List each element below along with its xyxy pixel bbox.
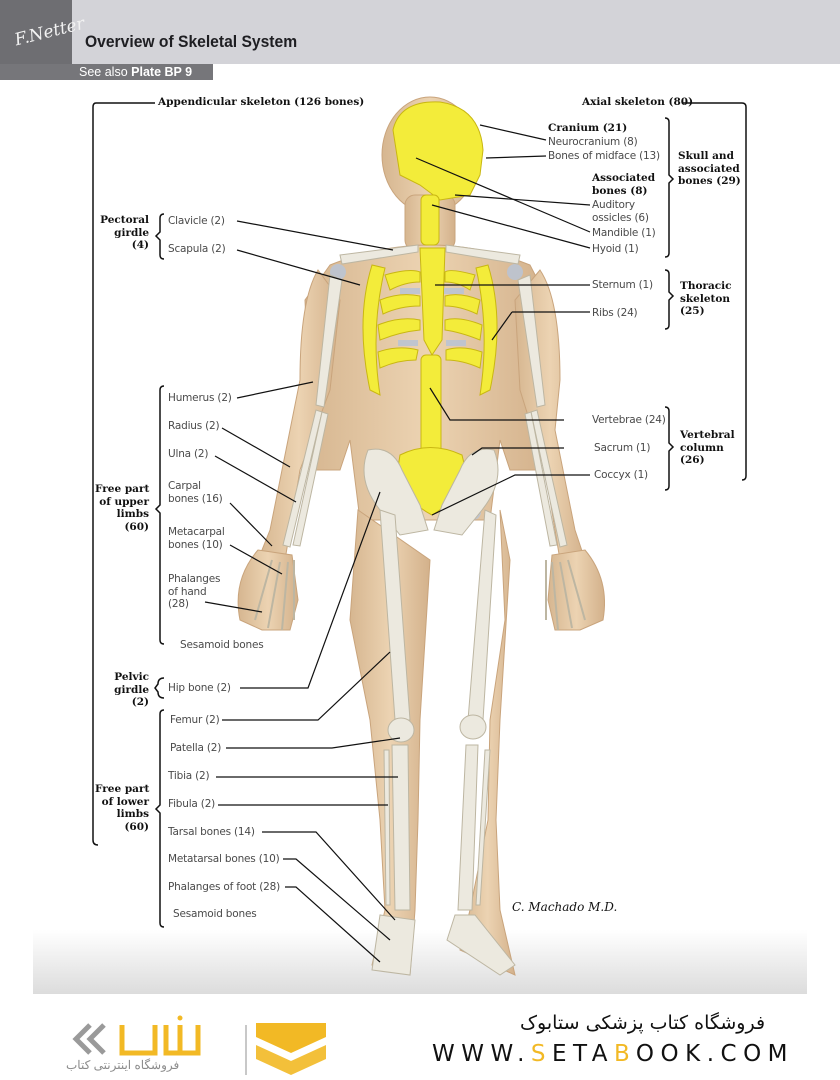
brand-chevron-icon [256, 1023, 326, 1075]
label-radius: Radius (2) [168, 420, 220, 432]
label-bones-of-midface: Bones of midface (13) [548, 150, 660, 162]
axial-heading: Axial skeleton (80) [582, 96, 694, 108]
label-sternum: Sternum (1) [592, 279, 653, 291]
hand-bones [254, 559, 586, 631]
label-mandible: Mandible (1) [592, 227, 656, 239]
group-vertebral-column: Vertebral column (26) [680, 429, 735, 466]
label-ulna: Ulna (2) [168, 448, 209, 460]
label-fibula: Fibula (2) [168, 798, 216, 810]
appendicular-bracket [92, 102, 155, 846]
label-sesamoid-upper: Sesamoid bones [180, 639, 264, 651]
label-ribs: Ribs (24) [592, 307, 638, 319]
page-title: Overview of Skeletal System [85, 32, 298, 51]
label-patella: Patella (2) [170, 742, 222, 754]
label-hyoid: Hyoid (1) [592, 243, 639, 255]
label-metacarpal-bones: Metacarpal bones (10) [168, 526, 225, 551]
see-also-prefix: See also [79, 65, 128, 79]
label-tibia: Tibia (2) [168, 770, 210, 782]
artist-signature: C. Machado M.D. [512, 900, 618, 914]
floor-shadow [33, 930, 807, 994]
brackets [92, 102, 747, 928]
label-phalanges-foot: Phalanges of foot (28) [168, 881, 280, 893]
label-femur: Femur (2) [170, 714, 220, 726]
label-carpal-bones: Carpal bones (16) [168, 480, 223, 505]
label-hip-bone: Hip bone (2) [168, 682, 231, 694]
label-scapula: Scapula (2) [168, 243, 226, 255]
label-auditory-ossicles: Auditory ossicles (6) [592, 199, 649, 224]
label-cranium: Cranium (21) [548, 122, 628, 134]
group-pectoral-girdle: Pectoral girdle (4) [100, 214, 149, 251]
see-also-bar: See also Plate BP 9 [0, 64, 213, 80]
label-vertebrae: Vertebrae (24) [592, 414, 666, 426]
brand-subtitle-fa: فروشگاه اینترنتی کتاب [66, 1058, 180, 1072]
label-sesamoid-lower: Sesamoid bones [173, 908, 257, 920]
footer-tagline-fa: فروشگاه کتاب پزشکی ستابوک [520, 1012, 766, 1034]
label-humerus: Humerus (2) [168, 392, 232, 404]
footer-website-link[interactable]: WWW.SETABOOK.COM [432, 1041, 795, 1067]
appendicular-bones [282, 244, 568, 976]
header-band [0, 0, 840, 64]
label-clavicle: Clavicle (2) [168, 215, 225, 227]
label-neurocranium: Neurocranium (8) [548, 136, 638, 148]
label-sacrum: Sacrum (1) [594, 442, 651, 454]
see-also-plate-link[interactable]: Plate BP 9 [131, 65, 193, 79]
label-metatarsal-bones: Metatarsal bones (10) [168, 853, 280, 865]
setabook-logo [72, 1015, 326, 1075]
group-upper-limbs: Free part of upper limbs (60) [95, 483, 150, 533]
leader-lines [204, 124, 591, 963]
label-coccyx: Coccyx (1) [594, 469, 648, 481]
netter-logo: F.Netter [0, 0, 87, 64]
label-phalanges-hand: Phalanges of hand (28) [168, 573, 221, 610]
label-associated-bones: Associated bones (8) [592, 172, 656, 197]
group-thoracic-skeleton: Thoracic skeleton (25) [680, 280, 732, 317]
group-skull-associated: Skull and associated bones (29) [678, 150, 741, 187]
axial-bracket [683, 102, 747, 481]
label-tarsal-bones: Tarsal bones (14) [168, 826, 255, 838]
appendicular-heading: Appendicular skeleton (126 bones) [158, 96, 365, 108]
group-pelvic-girdle: Pelvic girdle (2) [114, 671, 149, 708]
group-lower-limbs: Free part of lower limbs (60) [95, 783, 150, 833]
brand-wordmark-icon [119, 1015, 201, 1056]
chevron-left-icon [72, 1023, 106, 1055]
